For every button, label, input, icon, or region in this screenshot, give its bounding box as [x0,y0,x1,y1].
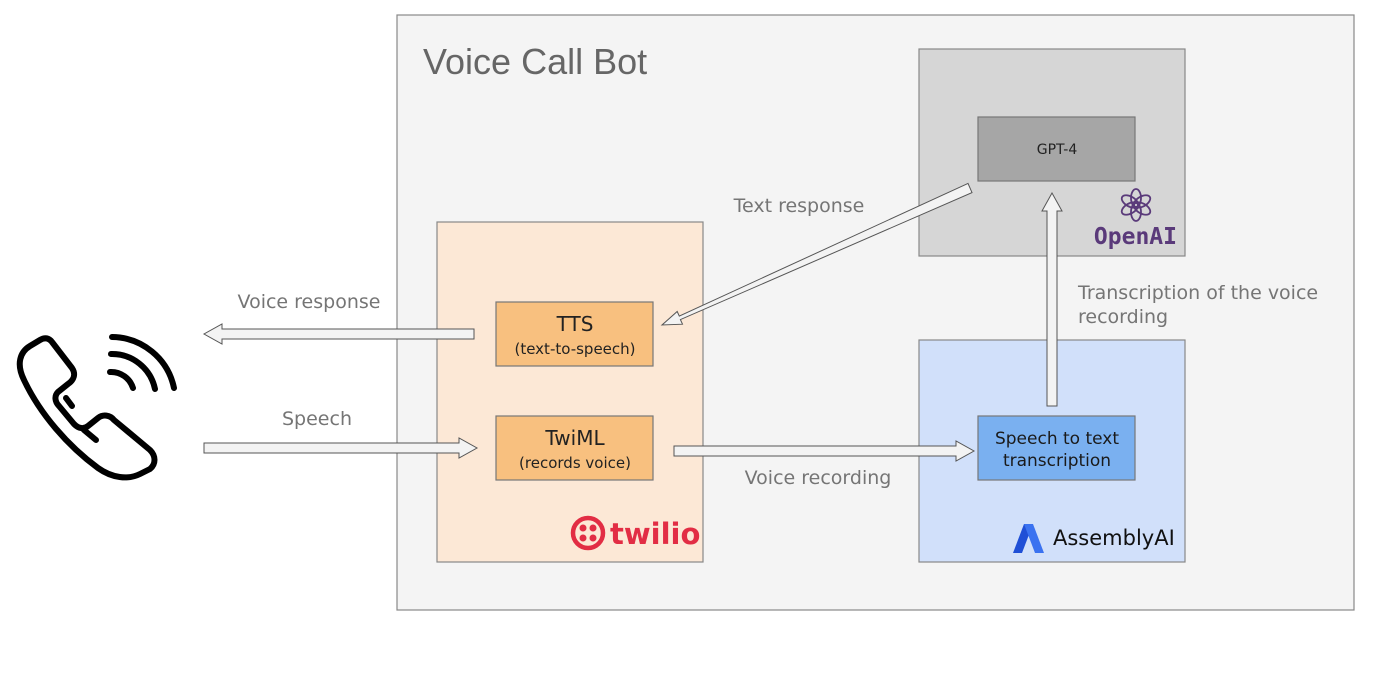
gpt4-box-title: GPT-4 [1037,142,1078,158]
speech-to-text-box: Speech to text transcription [977,415,1136,481]
transcription-arrow [1041,191,1063,407]
tts-box-subtitle: (text-to-speech) [514,340,635,358]
openai-knot-icon [1120,188,1152,222]
speech-arrow [203,437,479,459]
assemblyai-logo-text: AssemblyAI [1053,526,1175,550]
twilio-panel [436,221,704,563]
voice-response-arrow [202,323,475,345]
transcription-label-line2: recording [1078,306,1168,328]
twilio-logo-text: twilio [610,517,700,551]
voice-recording-arrow [673,440,976,462]
gpt4-box: GPT-4 [977,116,1136,182]
assemblyai-a-icon [1013,524,1044,553]
text-response-arrow [660,182,973,326]
twiml-box-subtitle: (records voice) [519,454,631,472]
speech-label: Speech [282,408,352,430]
speech-to-text-line1: Speech to text [995,429,1119,449]
phone-calling-icon [16,334,177,481]
diagram-title: Voice Call Bot [423,41,647,82]
twilio-dots-icon [570,515,606,551]
speech-to-text-line2: transcription [1003,451,1111,471]
openai-logo-text: OpenAI [1094,224,1177,250]
twiml-box: TwiML (records voice) [495,415,654,481]
tts-box-title: TTS [556,312,594,336]
twiml-box-title: TwiML [544,426,605,450]
voice-recording-label: Voice recording [745,467,892,489]
text-response-label: Text response [733,195,865,217]
voice-response-label: Voice response [238,291,381,313]
transcription-label-line1: Transcription of the voice [1077,282,1318,304]
tts-box: TTS (text-to-speech) [495,301,654,367]
